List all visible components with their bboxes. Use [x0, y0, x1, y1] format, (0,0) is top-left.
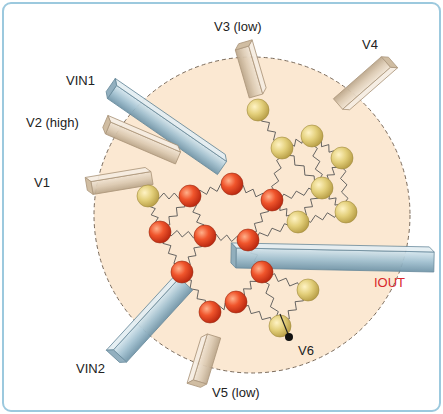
signal-label: IOUT [374, 276, 405, 290]
yellow-particle [287, 211, 309, 233]
red-particle [171, 261, 193, 283]
electrode-top [106, 275, 179, 354]
red-particle [149, 221, 171, 243]
electrode-top [343, 64, 398, 113]
electrode-top [106, 115, 183, 152]
signal-label: V5 (low) [212, 386, 260, 400]
signal-label: V6 [298, 344, 314, 358]
electrode-end [85, 177, 93, 196]
electrode [234, 40, 268, 98]
yellow-particle [301, 125, 323, 147]
red-particle [261, 189, 283, 211]
electrode-top [187, 333, 207, 385]
electrode-end [103, 78, 119, 98]
frame [3, 3, 440, 411]
electrode-end [106, 347, 126, 366]
electrodes [85, 40, 434, 389]
probe-dot [285, 333, 293, 341]
yellow-particle [297, 279, 319, 301]
yellow-particle [137, 185, 159, 207]
red-particle [225, 291, 247, 313]
signal-label: V4 [362, 38, 378, 52]
electrode [187, 333, 221, 389]
electrode [333, 53, 397, 113]
electrode-end [381, 53, 397, 71]
electrode-end [101, 115, 113, 134]
electrode [106, 275, 192, 366]
red-particle [194, 225, 216, 247]
particles [137, 99, 357, 337]
red-particle [237, 229, 259, 251]
yellow-particle [247, 99, 269, 121]
leader-line [280, 314, 288, 334]
electrode-face [113, 278, 192, 362]
signal-label: VIN1 [66, 74, 95, 88]
electrode-end [187, 379, 207, 389]
yellow-particle [335, 201, 357, 223]
signal-label: V3 (low) [214, 20, 262, 34]
yellow-particle [271, 137, 293, 159]
material-region [94, 57, 410, 373]
yellow-particle [331, 147, 353, 169]
electrode [101, 115, 183, 164]
yellow-particle [311, 177, 333, 199]
electrode-end [234, 40, 254, 50]
signal-label: VIN2 [76, 362, 105, 376]
red-particle [251, 261, 273, 283]
signal-label: V2 (high) [26, 116, 79, 130]
electrode-face [333, 57, 390, 110]
electrode-top [231, 243, 434, 252]
electrode-end [231, 243, 237, 268]
electrode-top [85, 167, 151, 183]
red-particle [221, 173, 243, 195]
electrode [103, 78, 229, 174]
red-particle [199, 301, 221, 323]
red-particle [179, 185, 201, 207]
electrode-top [247, 40, 267, 94]
signal-label: V1 [34, 176, 50, 190]
